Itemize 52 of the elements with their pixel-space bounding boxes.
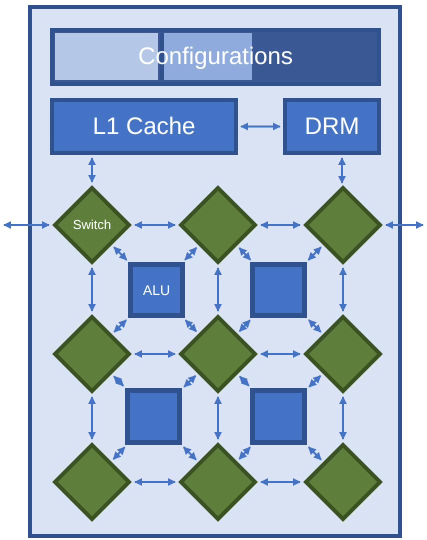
- connector-arrow: [260, 350, 301, 358]
- connector-arrow: [112, 446, 126, 460]
- connector-arrow: [260, 221, 301, 229]
- connector-arrow: [183, 375, 196, 388]
- connector-arrow: [88, 396, 96, 440]
- node-label: Switch: [72, 216, 112, 234]
- connector-arrow: [338, 157, 346, 184]
- connector-arrow: [238, 247, 252, 260]
- connector-arrow: [134, 221, 176, 229]
- connector-arrow: [308, 446, 322, 460]
- connector-arrow: [113, 246, 128, 261]
- processing-unit: [125, 388, 182, 445]
- connector-arrow: [134, 478, 176, 486]
- connector-arrow: [214, 396, 222, 440]
- connector-arrow: [114, 319, 127, 333]
- memory-block: [283, 98, 381, 155]
- connector-arrow: [182, 446, 197, 460]
- switch-diamond: [178, 185, 258, 265]
- connector-arrow: [260, 478, 301, 486]
- processing-unit: [250, 388, 307, 445]
- node-label: L1 Cache: [92, 112, 196, 142]
- connector-arrow: [339, 267, 347, 312]
- processing-unit: [250, 262, 307, 318]
- connector-arrow: [184, 247, 198, 260]
- switch-diamond: [178, 314, 258, 394]
- node-label: DRM: [304, 112, 360, 142]
- connector-arrow: [239, 376, 250, 387]
- processing-unit: [128, 262, 185, 318]
- connector-arrow: [184, 319, 198, 332]
- connector-arrow: [385, 221, 424, 229]
- switch-diamond: [52, 314, 132, 394]
- connector-arrow: [134, 350, 176, 358]
- switch-diamond: [303, 314, 383, 394]
- connector-arrow: [308, 319, 322, 333]
- switch-diamond: [52, 442, 132, 522]
- switch-diamond: [303, 442, 383, 522]
- connector-arrow: [88, 157, 96, 183]
- switch-diamond: [303, 185, 383, 265]
- connector-arrow: [308, 375, 322, 388]
- connector-arrow: [238, 320, 251, 332]
- switch-diamond: [178, 442, 258, 522]
- connector-arrow: [88, 267, 96, 312]
- memory-block: [50, 98, 238, 155]
- connector-arrow: [339, 396, 347, 440]
- connector-arrow: [308, 246, 322, 261]
- connector-arrow: [113, 376, 124, 387]
- connector-arrow: [240, 122, 281, 130]
- switch-diamond: [52, 185, 132, 265]
- node-label: ALU: [142, 280, 170, 300]
- connector-arrow: [238, 446, 251, 460]
- connector-arrow: [3, 221, 50, 229]
- connector-arrow: [214, 267, 222, 312]
